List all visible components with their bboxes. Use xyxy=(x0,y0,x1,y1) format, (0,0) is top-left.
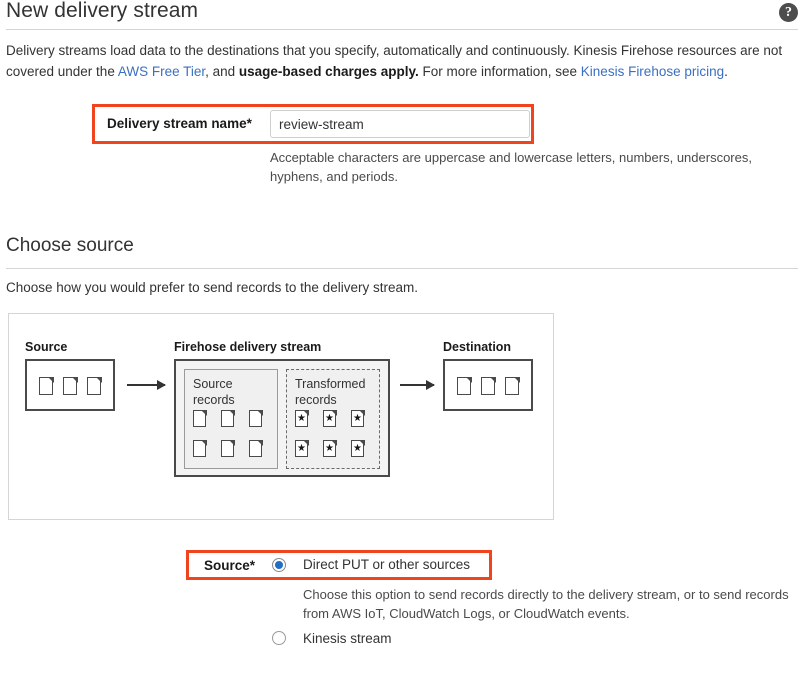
intro-text-part1: Delivery streams load data to the destin… xyxy=(6,43,783,79)
document-icon xyxy=(249,409,263,427)
document-star-icon: ★ xyxy=(323,439,337,457)
document-icon xyxy=(193,409,207,427)
radio-direct-put-description: Choose this option to send records direc… xyxy=(303,587,789,621)
diagram-firehose-box: Source records Transformed records ★ ★ ★… xyxy=(174,359,390,477)
document-icon xyxy=(221,439,235,457)
star-glyph: ★ xyxy=(297,412,306,424)
page-title: New delivery stream xyxy=(6,0,199,22)
radio-kinesis-stream[interactable] xyxy=(272,631,286,645)
intro-text-part2: , and xyxy=(205,64,239,79)
document-star-icon: ★ xyxy=(295,409,309,427)
radio-direct-put-label[interactable]: Direct PUT or other sources xyxy=(303,557,471,572)
choose-source-title: Choose source xyxy=(6,235,134,256)
diagram-source-box xyxy=(25,359,115,411)
choose-source-description: Choose how you would prefer to send reco… xyxy=(6,280,418,295)
document-icon xyxy=(193,439,207,457)
delivery-stream-name-highlight xyxy=(92,104,534,144)
intro-text-part4: . xyxy=(724,64,728,79)
diagram-destination-caption: Destination xyxy=(443,340,512,354)
star-glyph: ★ xyxy=(325,442,334,454)
document-icon xyxy=(39,376,54,395)
intro-paragraph: Delivery streams load data to the destin… xyxy=(6,40,798,82)
header-divider xyxy=(6,29,798,30)
document-star-icon: ★ xyxy=(351,439,365,457)
document-icon xyxy=(249,439,263,457)
firehose-flow-diagram: Source Firehose delivery stream Source r… xyxy=(8,313,554,520)
arrow-source-to-firehose-icon xyxy=(127,384,165,386)
document-icon xyxy=(505,376,520,395)
source-option-highlight xyxy=(186,550,492,580)
document-star-icon: ★ xyxy=(323,409,337,427)
intro-bold-charges: usage-based charges apply. xyxy=(238,64,419,79)
diagram-destination-box xyxy=(443,359,533,411)
document-icon xyxy=(87,376,102,395)
document-icon xyxy=(63,376,78,395)
diagram-firehose-caption: Firehose delivery stream xyxy=(174,340,322,354)
star-glyph: ★ xyxy=(325,412,334,424)
source-label: Source* xyxy=(204,558,256,573)
diagram-transformed-records-group: Transformed records ★ ★ ★ ★ ★ ★ xyxy=(286,369,380,469)
star-glyph: ★ xyxy=(297,442,306,454)
star-glyph: ★ xyxy=(353,412,362,424)
star-glyph: ★ xyxy=(353,442,362,454)
document-icon xyxy=(457,376,472,395)
arrow-firehose-to-destination-icon xyxy=(400,384,434,386)
document-icon xyxy=(221,409,235,427)
delivery-stream-name-label: Delivery stream name* xyxy=(107,116,252,131)
radio-kinesis-stream-label[interactable]: Kinesis stream xyxy=(303,631,392,646)
diagram-source-caption: Source xyxy=(25,340,68,354)
document-icon xyxy=(481,376,496,395)
delivery-stream-name-help-text: Acceptable characters are uppercase and … xyxy=(270,150,752,184)
transformed-records-label: Transformed records xyxy=(295,377,366,407)
document-star-icon: ★ xyxy=(351,409,365,427)
intro-text-part3: For more information, see xyxy=(418,64,581,79)
kinesis-firehose-pricing-link[interactable]: Kinesis Firehose pricing xyxy=(580,64,725,79)
page-header: New delivery stream ? xyxy=(0,0,804,33)
diagram-source-records-group: Source records xyxy=(184,369,278,469)
help-icon[interactable]: ? xyxy=(779,3,798,22)
delivery-stream-name-input[interactable] xyxy=(270,110,530,138)
source-records-label: Source records xyxy=(193,377,235,407)
choose-source-divider xyxy=(6,268,798,269)
document-star-icon: ★ xyxy=(295,439,309,457)
aws-free-tier-link[interactable]: AWS Free Tier xyxy=(117,64,206,79)
radio-direct-put[interactable] xyxy=(272,558,286,572)
